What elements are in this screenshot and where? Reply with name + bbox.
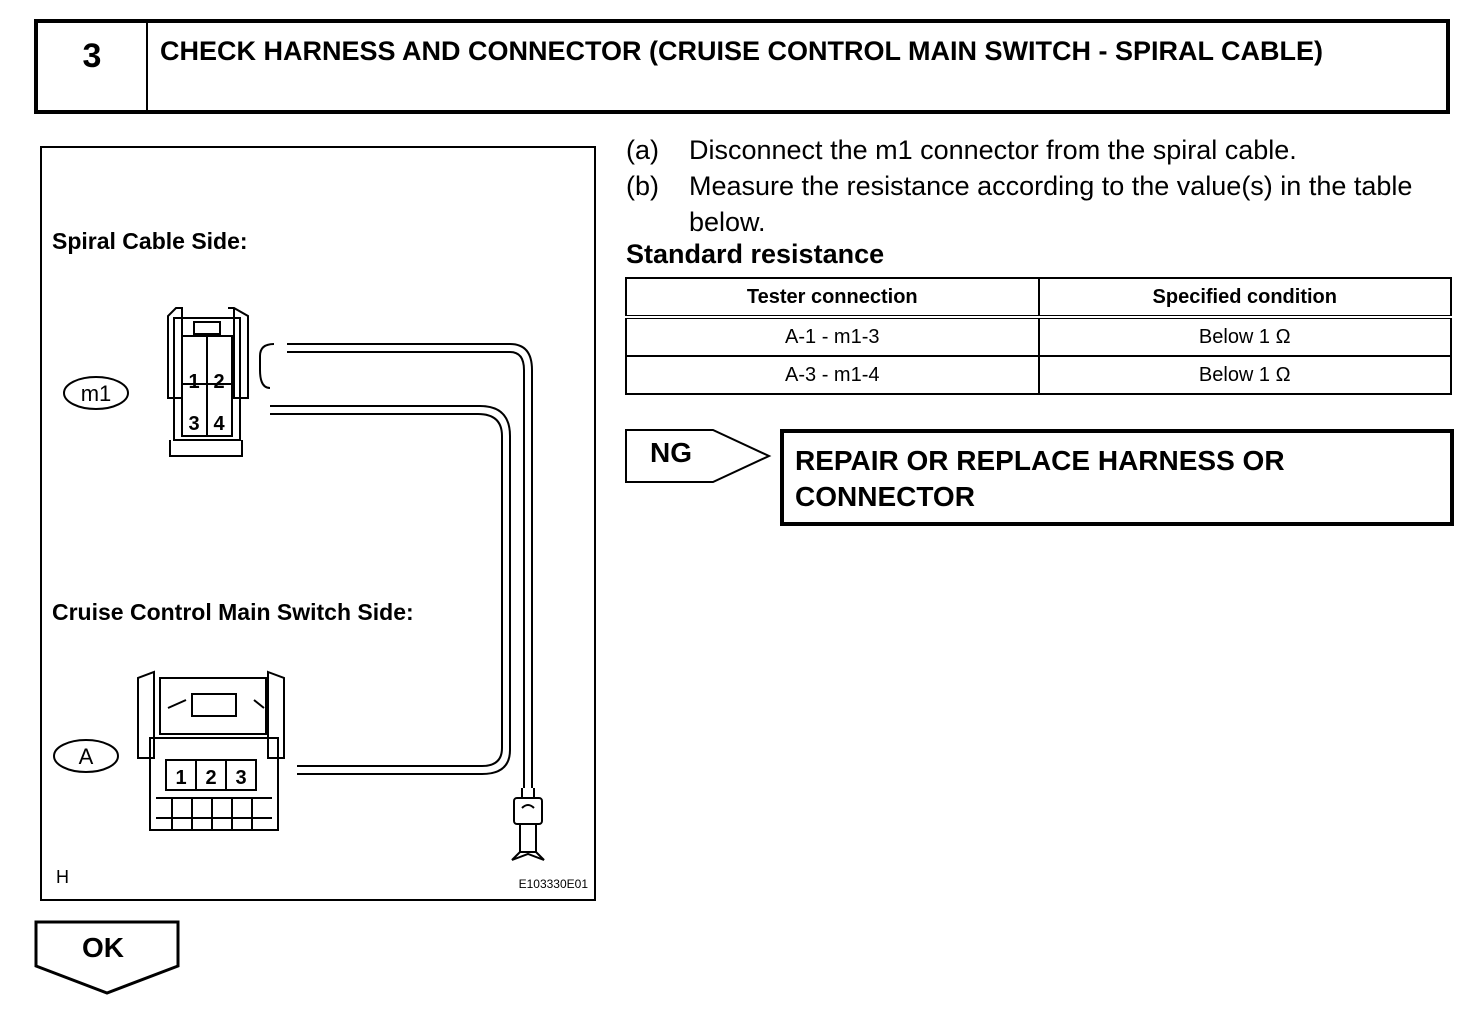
connector-illustration: m1 A 1 2 3 4 1 2 3 H E103330E01: [53, 307, 589, 891]
table-cell: Below 1 Ω: [1037, 355, 1452, 395]
step-text: Measure the resistance according to the …: [689, 171, 1413, 237]
procedure-steps: (a) Disconnect the m1 connector from the…: [626, 132, 1446, 240]
m1-pin-1: 1: [188, 371, 199, 393]
procedure-step: (a) Disconnect the m1 connector from the…: [626, 132, 1446, 168]
table-cell: A-1 - m1-3: [625, 316, 1040, 357]
m1-pin-4: 4: [213, 413, 225, 435]
step-label: (b): [626, 171, 659, 201]
resistance-table: Tester connection Specified condition A-…: [625, 277, 1452, 395]
m1-tag-label: m1: [81, 381, 112, 406]
corner-mark: H: [56, 867, 69, 887]
spiral-cable-side-label: Spiral Cable Side:: [52, 228, 248, 254]
table-row: A-1 - m1-3 Below 1 Ω: [625, 316, 1452, 357]
table-header-row: Tester connection Specified condition: [625, 277, 1452, 319]
table-cell: Below 1 Ω: [1037, 316, 1452, 357]
ng-arrow-tag: [625, 429, 772, 483]
table-cell: A-3 - m1-4: [625, 355, 1040, 395]
step-text: Disconnect the m1 connector from the spi…: [689, 135, 1297, 165]
step-header: 3 CHECK HARNESS AND CONNECTOR (CRUISE CO…: [34, 19, 1450, 114]
ok-label: OK: [82, 932, 124, 963]
standard-resistance-heading: Standard resistance: [626, 239, 885, 269]
ok-arrow-tag: [34, 920, 180, 995]
step-number: 3: [38, 23, 148, 110]
m1-pin-2: 2: [213, 371, 224, 393]
connector-diagram: m1 A 1 2 3 4 1 2 3 H E103330E01 Spiral C…: [40, 146, 596, 901]
step-label: (a): [626, 135, 659, 165]
column-header: Tester connection: [625, 277, 1040, 319]
ng-label: NG: [650, 437, 692, 468]
a-pin-1: 1: [175, 767, 186, 789]
a-tag-label: A: [79, 744, 94, 769]
table-row: A-3 - m1-4 Below 1 Ω: [625, 355, 1452, 395]
main-switch-side-label: Cruise Control Main Switch Side:: [52, 599, 414, 625]
procedure-step: (b) Measure the resistance according to …: [626, 168, 1446, 240]
a-pin-2: 2: [205, 767, 216, 789]
step-title: CHECK HARNESS AND CONNECTOR (CRUISE CONT…: [160, 36, 1324, 66]
a-pin-3: 3: [235, 767, 246, 789]
figure-code: E103330E01: [519, 877, 589, 891]
ng-result-box: REPAIR OR REPLACE HARNESS OR CONNECTOR: [780, 429, 1454, 526]
column-header: Specified condition: [1037, 277, 1452, 319]
m1-pin-3: 3: [188, 413, 199, 435]
